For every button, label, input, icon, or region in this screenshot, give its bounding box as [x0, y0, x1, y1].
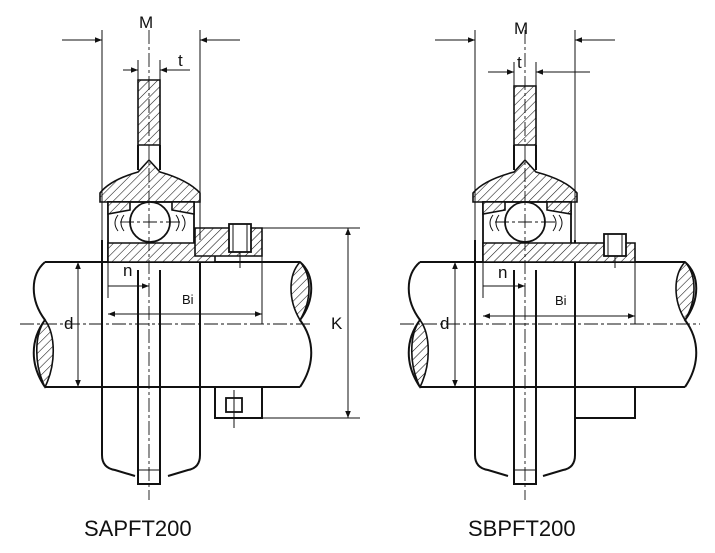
lower-collar [575, 386, 636, 419]
dimension-n: n [107, 261, 149, 298]
dimension-n: n [482, 262, 525, 298]
label-t: t [178, 51, 183, 70]
dimension-d: d [440, 262, 458, 387]
dimension-t: t [123, 51, 190, 80]
shaft [407, 260, 698, 389]
dimension-d: d [64, 262, 81, 387]
label-bi: Bi [555, 293, 567, 308]
label-d: d [64, 314, 73, 333]
drawing-sapft200: M t n Bi d K [20, 13, 360, 541]
label-n: n [123, 261, 132, 280]
dimension-k: K [262, 227, 360, 419]
flange-housing [99, 79, 201, 485]
shaft [32, 260, 313, 389]
dimension-t: t [488, 53, 590, 86]
model-caption-sbpft200: SBPFT200 [468, 516, 576, 541]
dimension-bi: Bi [483, 256, 636, 324]
dimension-bi: Bi [108, 256, 263, 324]
label-k: K [331, 314, 343, 333]
model-caption-sapft200: SAPFT200 [84, 516, 192, 541]
label-m: M [514, 19, 528, 38]
label-d: d [440, 314, 449, 333]
bearing-insert [107, 201, 263, 268]
dimension-m: M [435, 19, 615, 240]
label-n: n [498, 263, 507, 282]
label-bi: Bi [182, 292, 194, 307]
bearing-insert [482, 201, 636, 268]
label-m: M [139, 13, 153, 32]
label-t: t [517, 53, 522, 72]
dimension-m: M [62, 13, 240, 240]
drawing-sbpft200: M t n Bi d SBPFT200 [400, 19, 700, 541]
lower-collar [200, 386, 263, 428]
